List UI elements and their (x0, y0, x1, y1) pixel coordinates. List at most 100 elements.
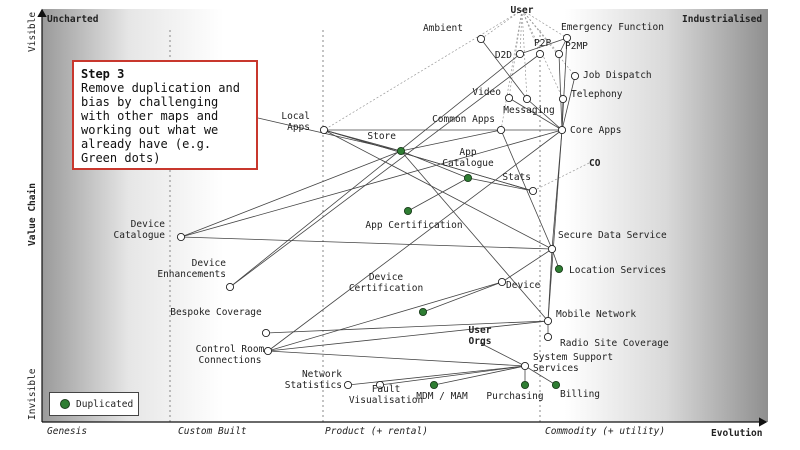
corner-uncharted: Uncharted (47, 14, 99, 25)
jobdispatch-node (570, 71, 580, 81)
commonapps-node (496, 125, 506, 135)
store-node (396, 146, 406, 156)
device-node (497, 277, 507, 287)
y-axis-title: Value Chain (27, 183, 38, 246)
coreapps-label: Core Apps (570, 125, 621, 136)
appcert-node (403, 206, 413, 216)
ambient-node (476, 34, 486, 44)
dependency-link (257, 117, 402, 152)
stage-commodity: Commodity (+ utility) (545, 426, 665, 437)
p2mp-label: P2MP (565, 41, 588, 52)
x-axis-title: Evolution (711, 428, 762, 439)
d2d-node (515, 49, 525, 59)
dependency-link (422, 281, 503, 313)
mobilenet-node (543, 316, 553, 326)
appcert-label: App Certification (365, 220, 462, 231)
co-label: CO (589, 158, 601, 169)
faultvis-node (375, 380, 385, 390)
step-body: Remove duplication and bias by challengi… (81, 81, 240, 165)
dependency-link (479, 342, 526, 367)
dependency-link (400, 150, 549, 322)
dependency-link (229, 53, 541, 288)
purchasing-label: Purchasing (486, 391, 543, 402)
dependency-link (323, 129, 553, 250)
localapps-node (319, 125, 329, 135)
video-label: Video (472, 87, 501, 98)
telephony-node (558, 94, 568, 104)
video-node (504, 93, 514, 103)
dependency-links (180, 37, 576, 386)
dependency-link (180, 236, 553, 250)
stage-custom-built: Custom Built (178, 426, 247, 437)
step-callout-box: Step 3 Remove duplication and bias by ch… (72, 60, 258, 170)
mdm-node (429, 380, 439, 390)
dependency-link (501, 248, 553, 283)
dependency-link (467, 177, 534, 192)
axes (37, 8, 768, 427)
syssupport-node (520, 361, 530, 371)
stage-product: Product (+ rental) (325, 426, 428, 437)
dependency-link (229, 53, 521, 288)
controlroom-node (263, 346, 273, 356)
need-link (508, 9, 523, 99)
p2p-label: P2P (534, 38, 551, 49)
dependency-link (267, 350, 526, 367)
y-axis-invisible: Invisible (27, 368, 38, 420)
need-link (500, 9, 523, 131)
ambient-label: Ambient (423, 23, 463, 34)
stats-label: Stats (502, 172, 531, 183)
need-link (532, 162, 590, 192)
radiosite-label: Radio Site Coverage (560, 338, 669, 349)
radiosite-node (543, 332, 553, 342)
dependency-link (508, 97, 563, 131)
need-link (480, 9, 523, 40)
dependency-link (267, 320, 549, 352)
user-label: User (511, 5, 534, 16)
node-layer (176, 33, 580, 390)
dependency-link (407, 177, 469, 212)
securedata-node (547, 244, 557, 254)
devenh-node (225, 282, 235, 292)
securedata-label: Secure Data Service (558, 230, 667, 241)
need-link (521, 9, 568, 39)
dependency-link (480, 38, 528, 100)
dependency-link (526, 98, 563, 131)
devcert-node (418, 307, 428, 317)
dependency-link (180, 150, 402, 238)
need-link (519, 9, 523, 55)
legend: Duplicated (49, 392, 139, 416)
p2mp-node (554, 49, 564, 59)
dependency-link (519, 37, 568, 55)
dependency-link (547, 129, 563, 322)
duplicated-legend-dot (60, 399, 70, 409)
stage-genesis: Genesis (47, 426, 87, 437)
commonapps-label: Common Apps (432, 114, 495, 125)
dependency-link (265, 320, 549, 334)
legend-label: Duplicated (76, 398, 134, 410)
mdm-label: MDM / MAM (416, 391, 468, 402)
coreapps-node (557, 125, 567, 135)
telephony-label: Telephony (571, 89, 623, 100)
dependency-link (561, 98, 564, 131)
emergency-label: Emergency Function (561, 22, 664, 33)
dependency-link (400, 129, 502, 152)
emergency-node (562, 33, 572, 43)
dependency-link (323, 129, 534, 192)
messaging-label: Messaging (503, 105, 554, 116)
location-label: Location Services (569, 265, 666, 276)
need-link (521, 9, 528, 100)
dependency-link (524, 365, 557, 386)
dependency-link (379, 365, 526, 386)
dependency-link (558, 53, 563, 131)
mobilenet-label: Mobile Network (556, 309, 636, 320)
jobdispatch-label: Job Dispatch (583, 70, 652, 81)
d2d-label: D2D (495, 50, 512, 61)
corner-industrialised: Industrialised (682, 14, 762, 25)
